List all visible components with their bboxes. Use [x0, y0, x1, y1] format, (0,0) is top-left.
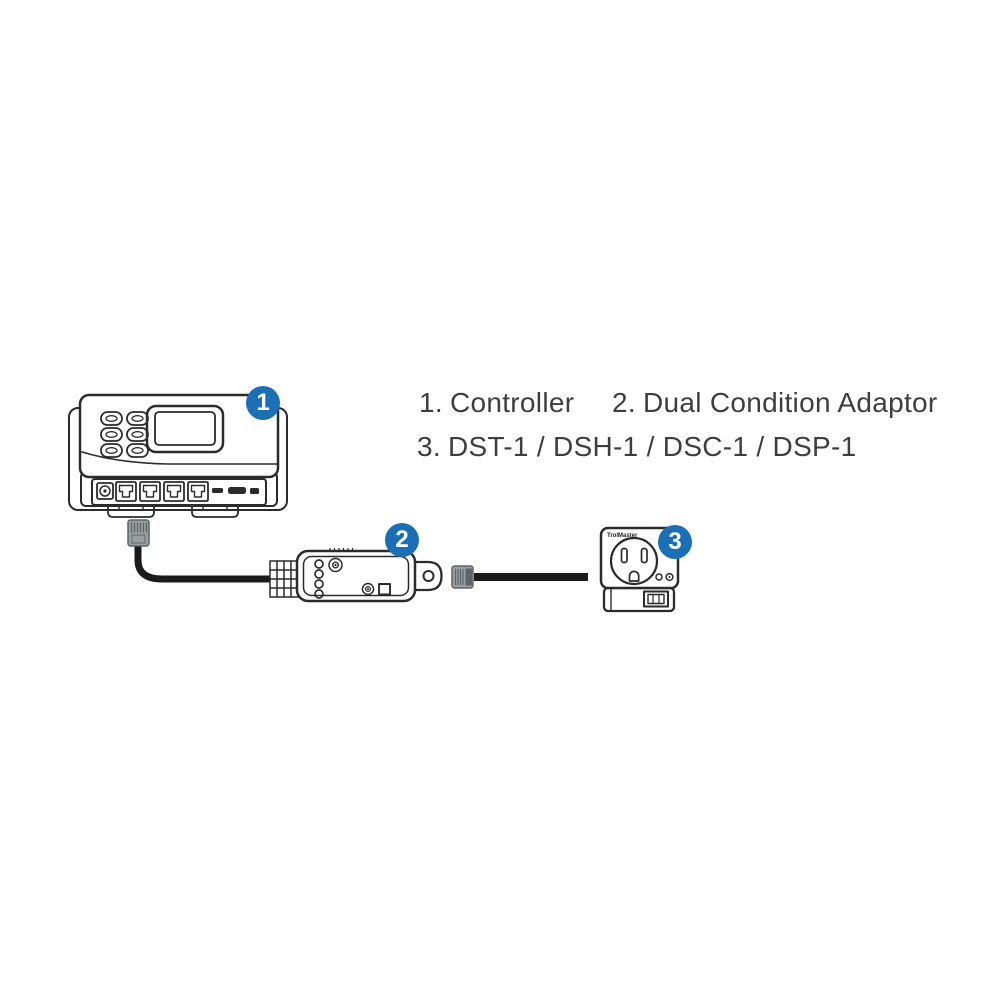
legend-label: DST-1 / DSH-1 / DSC-1 / DSP-1 — [447, 431, 857, 462]
pair-button — [665, 572, 674, 582]
legend-number: 3. — [417, 431, 441, 462]
keypad-button-inner — [105, 415, 118, 422]
keypad-button — [100, 443, 123, 458]
legend-item-controller: 1.Controller — [419, 389, 574, 417]
keypad-button-inner — [131, 415, 144, 422]
status-led — [655, 573, 663, 581]
screen-bezel — [145, 404, 225, 454]
outlet-slot-right — [640, 547, 648, 564]
keypad-button-inner — [131, 431, 144, 438]
legend-label: Controller — [449, 387, 575, 418]
pair-button-dot — [668, 576, 671, 578]
led-indicator — [314, 569, 324, 579]
controller-illustration — [68, 393, 288, 518]
station-rj-port — [643, 590, 669, 608]
mounting-clip-notch — [118, 504, 144, 511]
rj-port-keystone — [190, 484, 206, 498]
adaptor-body — [295, 549, 417, 603]
port-recess — [91, 478, 267, 506]
dual-condition-adaptor-illustration — [269, 547, 443, 603]
adaptor-body-inner — [302, 555, 410, 597]
rj-plug-latch — [465, 568, 472, 586]
keypad-button-inner — [105, 447, 118, 454]
mounting-clip-notch — [202, 504, 228, 511]
controller-port-panel — [91, 478, 267, 506]
mounting-clip — [191, 504, 239, 518]
rj-port — [139, 481, 161, 502]
led-indicator — [314, 579, 324, 589]
rj-port-keystone — [166, 484, 182, 498]
led-indicator-column — [314, 559, 324, 599]
outlet-face — [609, 536, 659, 586]
power-jack-pin — [103, 489, 107, 493]
rj-port-keystone — [118, 484, 134, 498]
controller-keypad — [100, 411, 149, 458]
keypad-button — [100, 411, 123, 426]
led-indicator — [314, 589, 324, 599]
mounting-tab — [413, 560, 443, 592]
mounting-clip — [107, 504, 155, 518]
controller-to-adaptor-cable — [127, 519, 276, 583]
mounting-tab-hole — [422, 570, 435, 582]
outlet-ground-hole — [628, 570, 640, 582]
keypad-button-inner — [131, 447, 144, 454]
rj-port — [163, 481, 185, 502]
legend-item-device-models: 3.DST-1 / DSH-1 / DSC-1 / DSP-1 — [417, 433, 857, 461]
rj-plug-pins — [130, 522, 148, 533]
usb-port — [212, 488, 223, 493]
screw-bottom — [361, 582, 375, 596]
station-rj-port-inner — [647, 593, 665, 605]
vent-slots — [329, 547, 354, 553]
dip-switch-window — [378, 583, 391, 596]
rj-port-keystone — [142, 484, 158, 498]
card-slot-port — [228, 487, 246, 494]
rj-plug-pins — [454, 568, 464, 586]
station-cable — [451, 565, 588, 589]
outlet-slot-left — [620, 547, 628, 564]
callout-badge-1: 1 — [246, 386, 280, 420]
legend-label: Dual Condition Adaptor — [642, 387, 938, 418]
keypad-button — [100, 427, 123, 442]
micro-usb-port — [250, 488, 259, 494]
screen-panel — [154, 411, 216, 446]
controller-screen — [145, 404, 225, 454]
controller-mounting-clips — [107, 504, 239, 518]
cable-strain-relief — [269, 560, 299, 598]
brand-label: TrolMaster — [607, 533, 638, 539]
legend-number: 2. — [612, 387, 636, 418]
callout-badge-2: 2 — [385, 523, 419, 557]
led-indicator — [314, 559, 324, 569]
keypad-button-inner — [105, 431, 118, 438]
cable-run — [134, 546, 276, 583]
rj-port — [187, 481, 209, 502]
legend-item-dual-condition-adaptor: 2.Dual Condition Adaptor — [612, 389, 938, 417]
screw-top — [328, 557, 343, 573]
legend-number: 1. — [419, 387, 443, 418]
rj-plug-latch — [131, 534, 146, 544]
keypad-button — [126, 443, 149, 458]
power-jack-ring — [99, 485, 111, 497]
controller-face-fold-line — [81, 451, 278, 465]
callout-badge-3: 3 — [658, 525, 692, 559]
power-jack-port — [96, 482, 114, 500]
rj-port — [115, 481, 137, 502]
